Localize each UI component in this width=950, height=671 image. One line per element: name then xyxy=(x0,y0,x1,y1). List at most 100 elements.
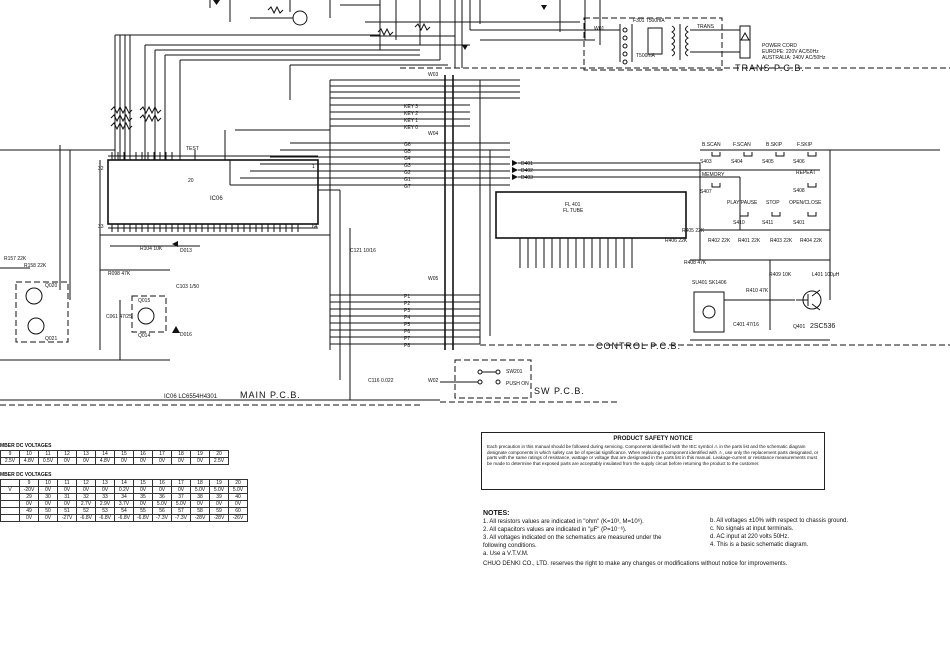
voltage-cell: 40 xyxy=(228,493,248,501)
q021-label: Q021 xyxy=(45,336,57,342)
q401-ref: Q401 xyxy=(793,324,805,330)
voltage-cell: -28V xyxy=(190,514,210,522)
voltage-cell: -6.8V xyxy=(133,514,153,522)
notes-footer: CHUO DENKI CO., LTD. reserves the right … xyxy=(483,561,788,567)
voltage-cell: 14 xyxy=(95,450,115,458)
voltage-cell xyxy=(0,514,20,522)
voltage-cell: 0.2V xyxy=(114,486,134,494)
voltage-cell: 19 xyxy=(209,479,229,487)
voltage-cell: 20 xyxy=(209,450,229,458)
voltage-cell: 34 xyxy=(114,493,134,501)
voltage-cell: 31 xyxy=(57,493,77,501)
voltage-cell: -20V xyxy=(19,486,39,494)
voltage-cell: 53 xyxy=(95,507,115,515)
voltage-cell: 10 xyxy=(38,479,58,487)
r409-label: R409 10K xyxy=(769,272,792,278)
voltage-cell xyxy=(0,500,20,508)
ic-pin20: 20 xyxy=(188,178,194,184)
r404-label: R404 22K xyxy=(800,238,823,244)
fl-name: FL TUBE xyxy=(563,208,584,214)
p4-label: P4 xyxy=(404,315,410,321)
top-wiring xyxy=(110,0,620,160)
voltage-cell: 30 xyxy=(38,493,58,501)
voltage-cell: -27V xyxy=(57,514,77,522)
r104-label: R104 10K xyxy=(140,246,163,252)
g3-label: G3 xyxy=(404,163,411,169)
g2-label: G2 xyxy=(404,170,411,176)
voltage-cell: -6.8V xyxy=(76,514,96,522)
r158-label: R158 22K xyxy=(24,263,47,269)
ic-pin33: 33 xyxy=(98,224,104,230)
voltage-cell: 9 xyxy=(0,450,20,458)
voltage-cell xyxy=(0,493,20,501)
r410-label: R410 47K xyxy=(746,288,769,294)
voltage-cell: 20 xyxy=(228,479,248,487)
c061-label: C061 47/25 xyxy=(106,314,132,320)
note-1: 1. All resistors values are indicated in… xyxy=(483,519,644,525)
voltage-cell: 0V xyxy=(57,457,77,465)
c103-label: C103 1/50 xyxy=(176,284,199,290)
voltage-cell: 0V xyxy=(171,457,191,465)
btn-playpause: PLAY/PAUSE xyxy=(727,200,758,206)
c116-label: C116 0.022 xyxy=(368,378,394,384)
voltage-cell: 2.5V xyxy=(0,457,20,465)
voltage-cell: 0V xyxy=(228,500,248,508)
ic-pin32: 32 xyxy=(98,166,104,172)
sw201-label: SW201 xyxy=(506,369,523,375)
voltage-cell: 0V xyxy=(114,457,134,465)
voltage-cell: 58 xyxy=(190,507,210,515)
d013-label: D013 xyxy=(180,248,192,254)
voltage-cell: 4.8V xyxy=(19,457,39,465)
notes-left: NOTES: 1. All resistors values are indic… xyxy=(483,510,723,558)
s404: S404 xyxy=(731,159,743,165)
voltage-cell: 56 xyxy=(152,507,172,515)
table1-title: MBER DC VOLTAGES xyxy=(0,443,52,449)
voltage-cell: -7.3V xyxy=(152,514,172,522)
voltage-cell: 0V xyxy=(152,486,172,494)
s403: S403 xyxy=(700,159,712,165)
p2-label: P2 xyxy=(404,301,410,307)
d401-label: D401 xyxy=(521,161,533,167)
d402-label: D402 xyxy=(521,168,533,174)
main-pcb: IC06 LC6554H4301 MAIN P.C.B. xyxy=(0,390,420,406)
r157-label: R157 22K xyxy=(4,256,27,262)
conn-w04: W04 xyxy=(428,131,439,137)
key-2: KEY 2 xyxy=(404,111,418,117)
p3-label: P3 xyxy=(404,308,410,314)
voltage-cell: 5.0V xyxy=(152,500,172,508)
push-on-label: PUSH ON xyxy=(506,381,529,387)
power-cord-title: POWER CORD xyxy=(762,43,797,49)
voltage-cell: 0V xyxy=(190,457,210,465)
note-4: 4. This is a basic schematic diagram. xyxy=(710,542,809,548)
voltage-cell: 2.7V xyxy=(76,500,96,508)
voltage-cell: 57 xyxy=(171,507,191,515)
voltage-cell: 37 xyxy=(171,493,191,501)
voltage-cell: 9 xyxy=(19,479,39,487)
g6-label: G6 xyxy=(404,142,411,148)
note-2: 2. All capacitors values are indicated i… xyxy=(483,527,627,533)
d016-label: D016 xyxy=(180,332,192,338)
g4-label: G4 xyxy=(404,156,411,162)
voltage-cell: 5.0V xyxy=(209,486,229,494)
sw-board-label: SW P.C.B. xyxy=(534,386,585,396)
note-3a: a. Use a V.T.V.M. xyxy=(483,551,529,557)
voltage-cell: -26V xyxy=(228,514,248,522)
su401-label: SU401 SK1406 xyxy=(692,280,727,286)
voltage-cell: 16 xyxy=(133,450,153,458)
voltage-cell: 32 xyxy=(76,493,96,501)
r406-label: R406 22K xyxy=(665,238,688,244)
voltage-cell: 0.5V xyxy=(38,457,58,465)
fuse2-label: T500mA xyxy=(636,53,656,59)
btn-bskip: B.SKIP xyxy=(766,142,783,148)
voltage-cell: 0V xyxy=(95,486,115,494)
voltage-cell xyxy=(0,479,20,487)
voltage-cell: 17 xyxy=(171,479,191,487)
voltage-cell: 13 xyxy=(95,479,115,487)
